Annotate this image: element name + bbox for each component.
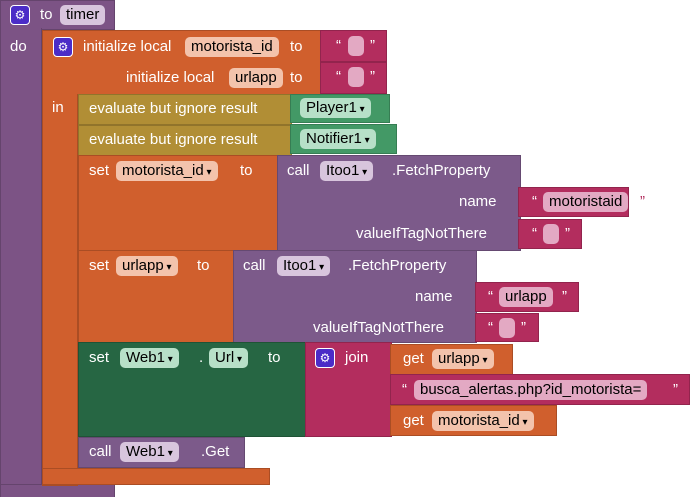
text-field[interactable]: urlapp [499, 287, 553, 307]
default-label: valueIfTagNotThere [356, 225, 487, 242]
to-label: to [290, 38, 303, 55]
quote: ” [521, 319, 526, 336]
call-label: call [287, 162, 310, 179]
evaluate-block[interactable] [78, 94, 292, 125]
gear-icon[interactable]: ⚙ [315, 348, 335, 368]
gear-icon[interactable]: ⚙ [10, 5, 30, 25]
quote: “ [532, 193, 537, 210]
set-web-url-block[interactable] [78, 342, 306, 437]
quote: “ [532, 225, 537, 242]
do-label: do [10, 38, 27, 55]
variable-dropdown[interactable]: motorista_id [432, 411, 534, 431]
text-field[interactable] [348, 36, 364, 56]
to-label: to [40, 6, 53, 23]
evaluate-label: evaluate but ignore result [89, 131, 258, 148]
method-label: .Get [201, 443, 230, 460]
quote: “ [488, 319, 493, 336]
get-label: get [403, 350, 424, 367]
text-field[interactable] [543, 224, 559, 244]
text-field[interactable] [348, 67, 364, 87]
quote: “ [488, 288, 493, 305]
text-field[interactable] [499, 318, 515, 338]
quote: ” [370, 37, 375, 54]
call-fetchproperty-block[interactable] [233, 250, 477, 343]
init-label: initialize local [126, 69, 215, 86]
to-label: to [290, 69, 303, 86]
text-field[interactable]: busca_alertas.php?id_motorista= [414, 380, 648, 400]
local-body [42, 94, 78, 486]
component-dropdown[interactable]: Web1 [120, 442, 179, 462]
quote: “ [402, 381, 407, 398]
in-label: in [52, 99, 64, 116]
property-dropdown[interactable]: Url [209, 348, 248, 368]
to-label: to [268, 349, 281, 366]
join-label: join [345, 349, 369, 366]
dot-label: . [199, 349, 204, 366]
set-label: set [89, 257, 110, 274]
quote: “ [336, 68, 341, 85]
method-label: .FetchProperty [392, 162, 491, 179]
default-label: valueIfTagNotThere [313, 319, 444, 336]
method-label: .FetchProperty [348, 257, 447, 274]
evaluate-label: evaluate but ignore result [89, 100, 258, 117]
component-dropdown[interactable]: Itoo1 [320, 161, 374, 181]
procedure-name-field[interactable]: timer [60, 5, 106, 25]
get-label: get [403, 412, 424, 429]
to-label: to [197, 257, 210, 274]
text-field[interactable]: motoristaid [543, 192, 629, 212]
component-dropdown[interactable]: Player1 [300, 98, 371, 118]
local-foot [42, 468, 270, 485]
quote: ” [370, 68, 375, 85]
component-dropdown[interactable]: Notifier1 [300, 129, 376, 149]
call-label: call [89, 443, 112, 460]
local-var-name[interactable]: urlapp [229, 68, 283, 88]
procedure-body [0, 28, 42, 497]
gear-icon[interactable]: ⚙ [53, 37, 73, 57]
call-label: call [243, 257, 266, 274]
call-fetchproperty-block[interactable] [277, 155, 521, 251]
set-label: set [89, 349, 110, 366]
variable-dropdown[interactable]: urlapp [432, 349, 494, 369]
name-label: name [459, 193, 497, 210]
quote: ” [565, 225, 570, 242]
quote: ” [562, 288, 567, 305]
quote: ” [673, 381, 678, 398]
variable-dropdown[interactable]: urlapp [116, 256, 178, 276]
quote: ” [640, 193, 645, 210]
set-label: set [89, 162, 110, 179]
to-label: to [240, 162, 253, 179]
component-dropdown[interactable]: Itoo1 [277, 256, 331, 276]
evaluate-block[interactable] [78, 125, 292, 156]
variable-dropdown[interactable]: motorista_id [116, 161, 218, 181]
component-dropdown[interactable]: Web1 [120, 348, 179, 368]
quote: “ [336, 37, 341, 54]
name-label: name [415, 288, 453, 305]
local-var-name[interactable]: motorista_id [185, 37, 279, 57]
init-label: initialize local [83, 38, 172, 55]
